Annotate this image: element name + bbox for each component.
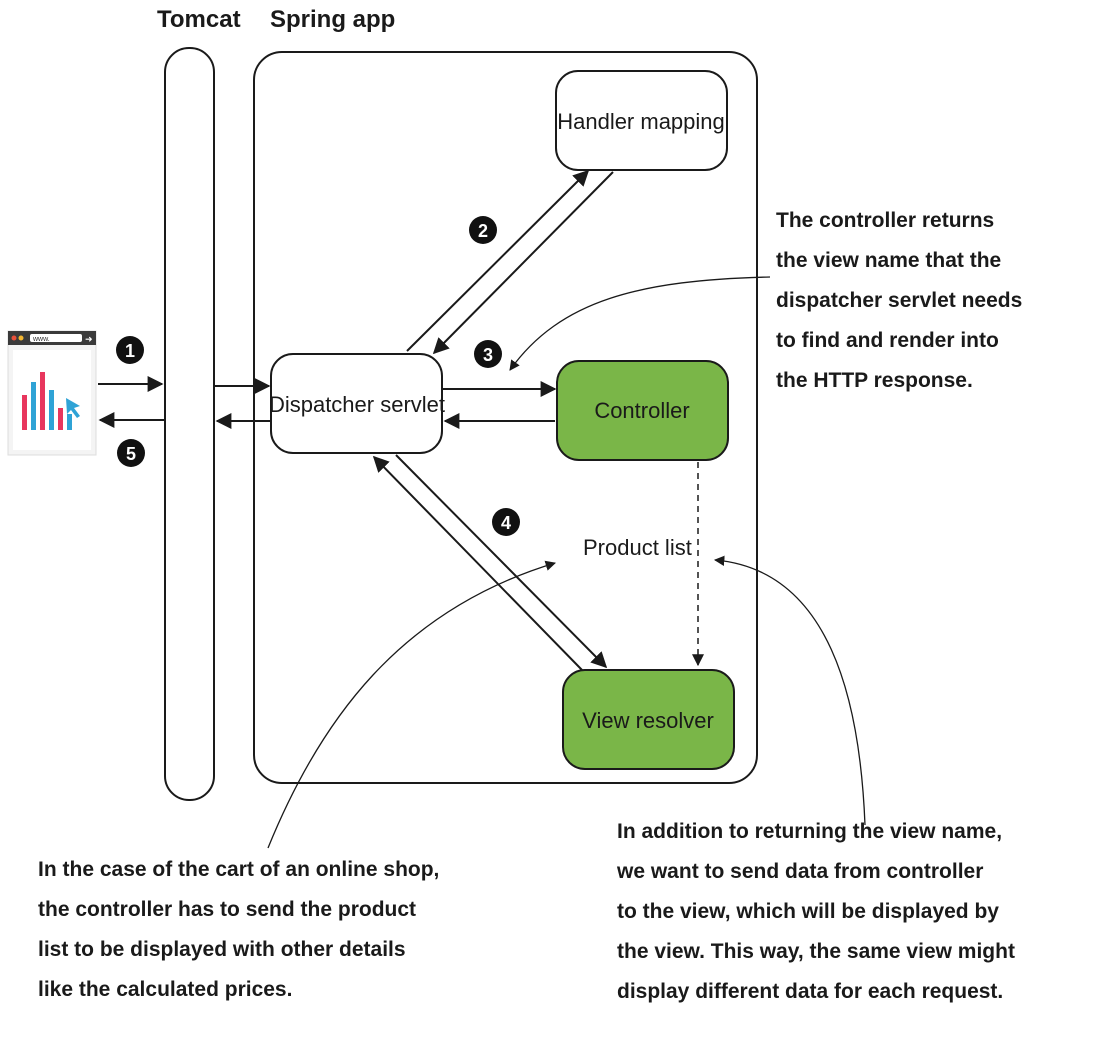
svg-text:the controller has to send the: the controller has to send the product xyxy=(38,898,416,921)
svg-text:we want to send data from cont: we want to send data from controller xyxy=(616,860,983,883)
svg-text:In addition to returning the v: In addition to returning the view name, xyxy=(617,820,1002,843)
svg-text:In the case of the cart of an: In the case of the cart of an online sho… xyxy=(38,858,439,881)
step-5-badge: 5 xyxy=(117,439,145,467)
svg-text:2: 2 xyxy=(478,221,488,241)
svg-text:like the calculated prices.: like the calculated prices. xyxy=(38,978,292,1001)
svg-text:display different data for eac: display different data for each request. xyxy=(617,980,1003,1003)
svg-text:4: 4 xyxy=(501,513,511,533)
note-controller-returns: The controller returns the view name tha… xyxy=(776,209,1022,392)
svg-text:the view. This way, the same v: the view. This way, the same view might xyxy=(617,940,1015,963)
svg-text:➜: ➜ xyxy=(85,334,93,344)
view-resolver-label: View resolver xyxy=(582,708,714,733)
step-1-badge: 1 xyxy=(116,336,144,364)
callout-curve-cart-case xyxy=(267,560,556,849)
step-4-badge: 4 xyxy=(492,508,520,536)
svg-text:5: 5 xyxy=(126,444,136,464)
dispatcher-servlet-box xyxy=(270,353,443,454)
svg-text:to the view, which will be dis: to the view, which will be displayed by xyxy=(617,900,999,923)
browser-address: www. xyxy=(32,336,50,343)
note-additional-data: In addition to returning the view name, … xyxy=(616,820,1015,1003)
svg-text:The controller returns: The controller returns xyxy=(776,209,994,232)
view-resolver-box xyxy=(562,669,735,770)
controller-box xyxy=(556,360,729,461)
tomcat-header: Tomcat xyxy=(157,6,241,33)
dispatcher-servlet-label: Dispatcher servlet xyxy=(269,392,445,417)
svg-text:list to be displayed with othe: list to be displayed with other details xyxy=(38,938,406,961)
arrow-dispatcher-to-view-resolver xyxy=(395,454,608,669)
svg-text:the HTTP response.: the HTTP response. xyxy=(776,369,973,392)
spring-app-header: Spring app xyxy=(270,6,395,33)
browser-icon: www. ➜ xyxy=(7,330,97,456)
arrow-view-resolver-to-dispatcher xyxy=(372,455,583,671)
svg-text:to find and render into: to find and render into xyxy=(776,329,999,352)
svg-text:dispatcher servlet needs: dispatcher servlet needs xyxy=(776,289,1022,312)
svg-text:1: 1 xyxy=(125,341,135,361)
svg-text:3: 3 xyxy=(483,345,493,365)
step-3-badge: 3 xyxy=(474,340,502,368)
controller-label: Controller xyxy=(594,398,689,423)
handler-mapping-box xyxy=(555,70,728,171)
callout-curve-controller-returns xyxy=(509,276,771,371)
arrow-dispatcher-to-handler-mapping xyxy=(406,169,590,352)
spring-app-container xyxy=(253,51,758,784)
note-cart-case: In the case of the cart of an online sho… xyxy=(38,858,439,1001)
arrow-handler-mapping-to-dispatcher xyxy=(432,171,614,355)
callout-curve-additional-data xyxy=(713,555,866,826)
step-2-badge: 2 xyxy=(469,216,497,244)
product-list-label: Product list xyxy=(583,535,692,560)
tomcat-container xyxy=(164,47,215,801)
handler-mapping-label: Handler mapping xyxy=(557,109,725,134)
svg-text:the view name that the: the view name that the xyxy=(776,249,1001,272)
